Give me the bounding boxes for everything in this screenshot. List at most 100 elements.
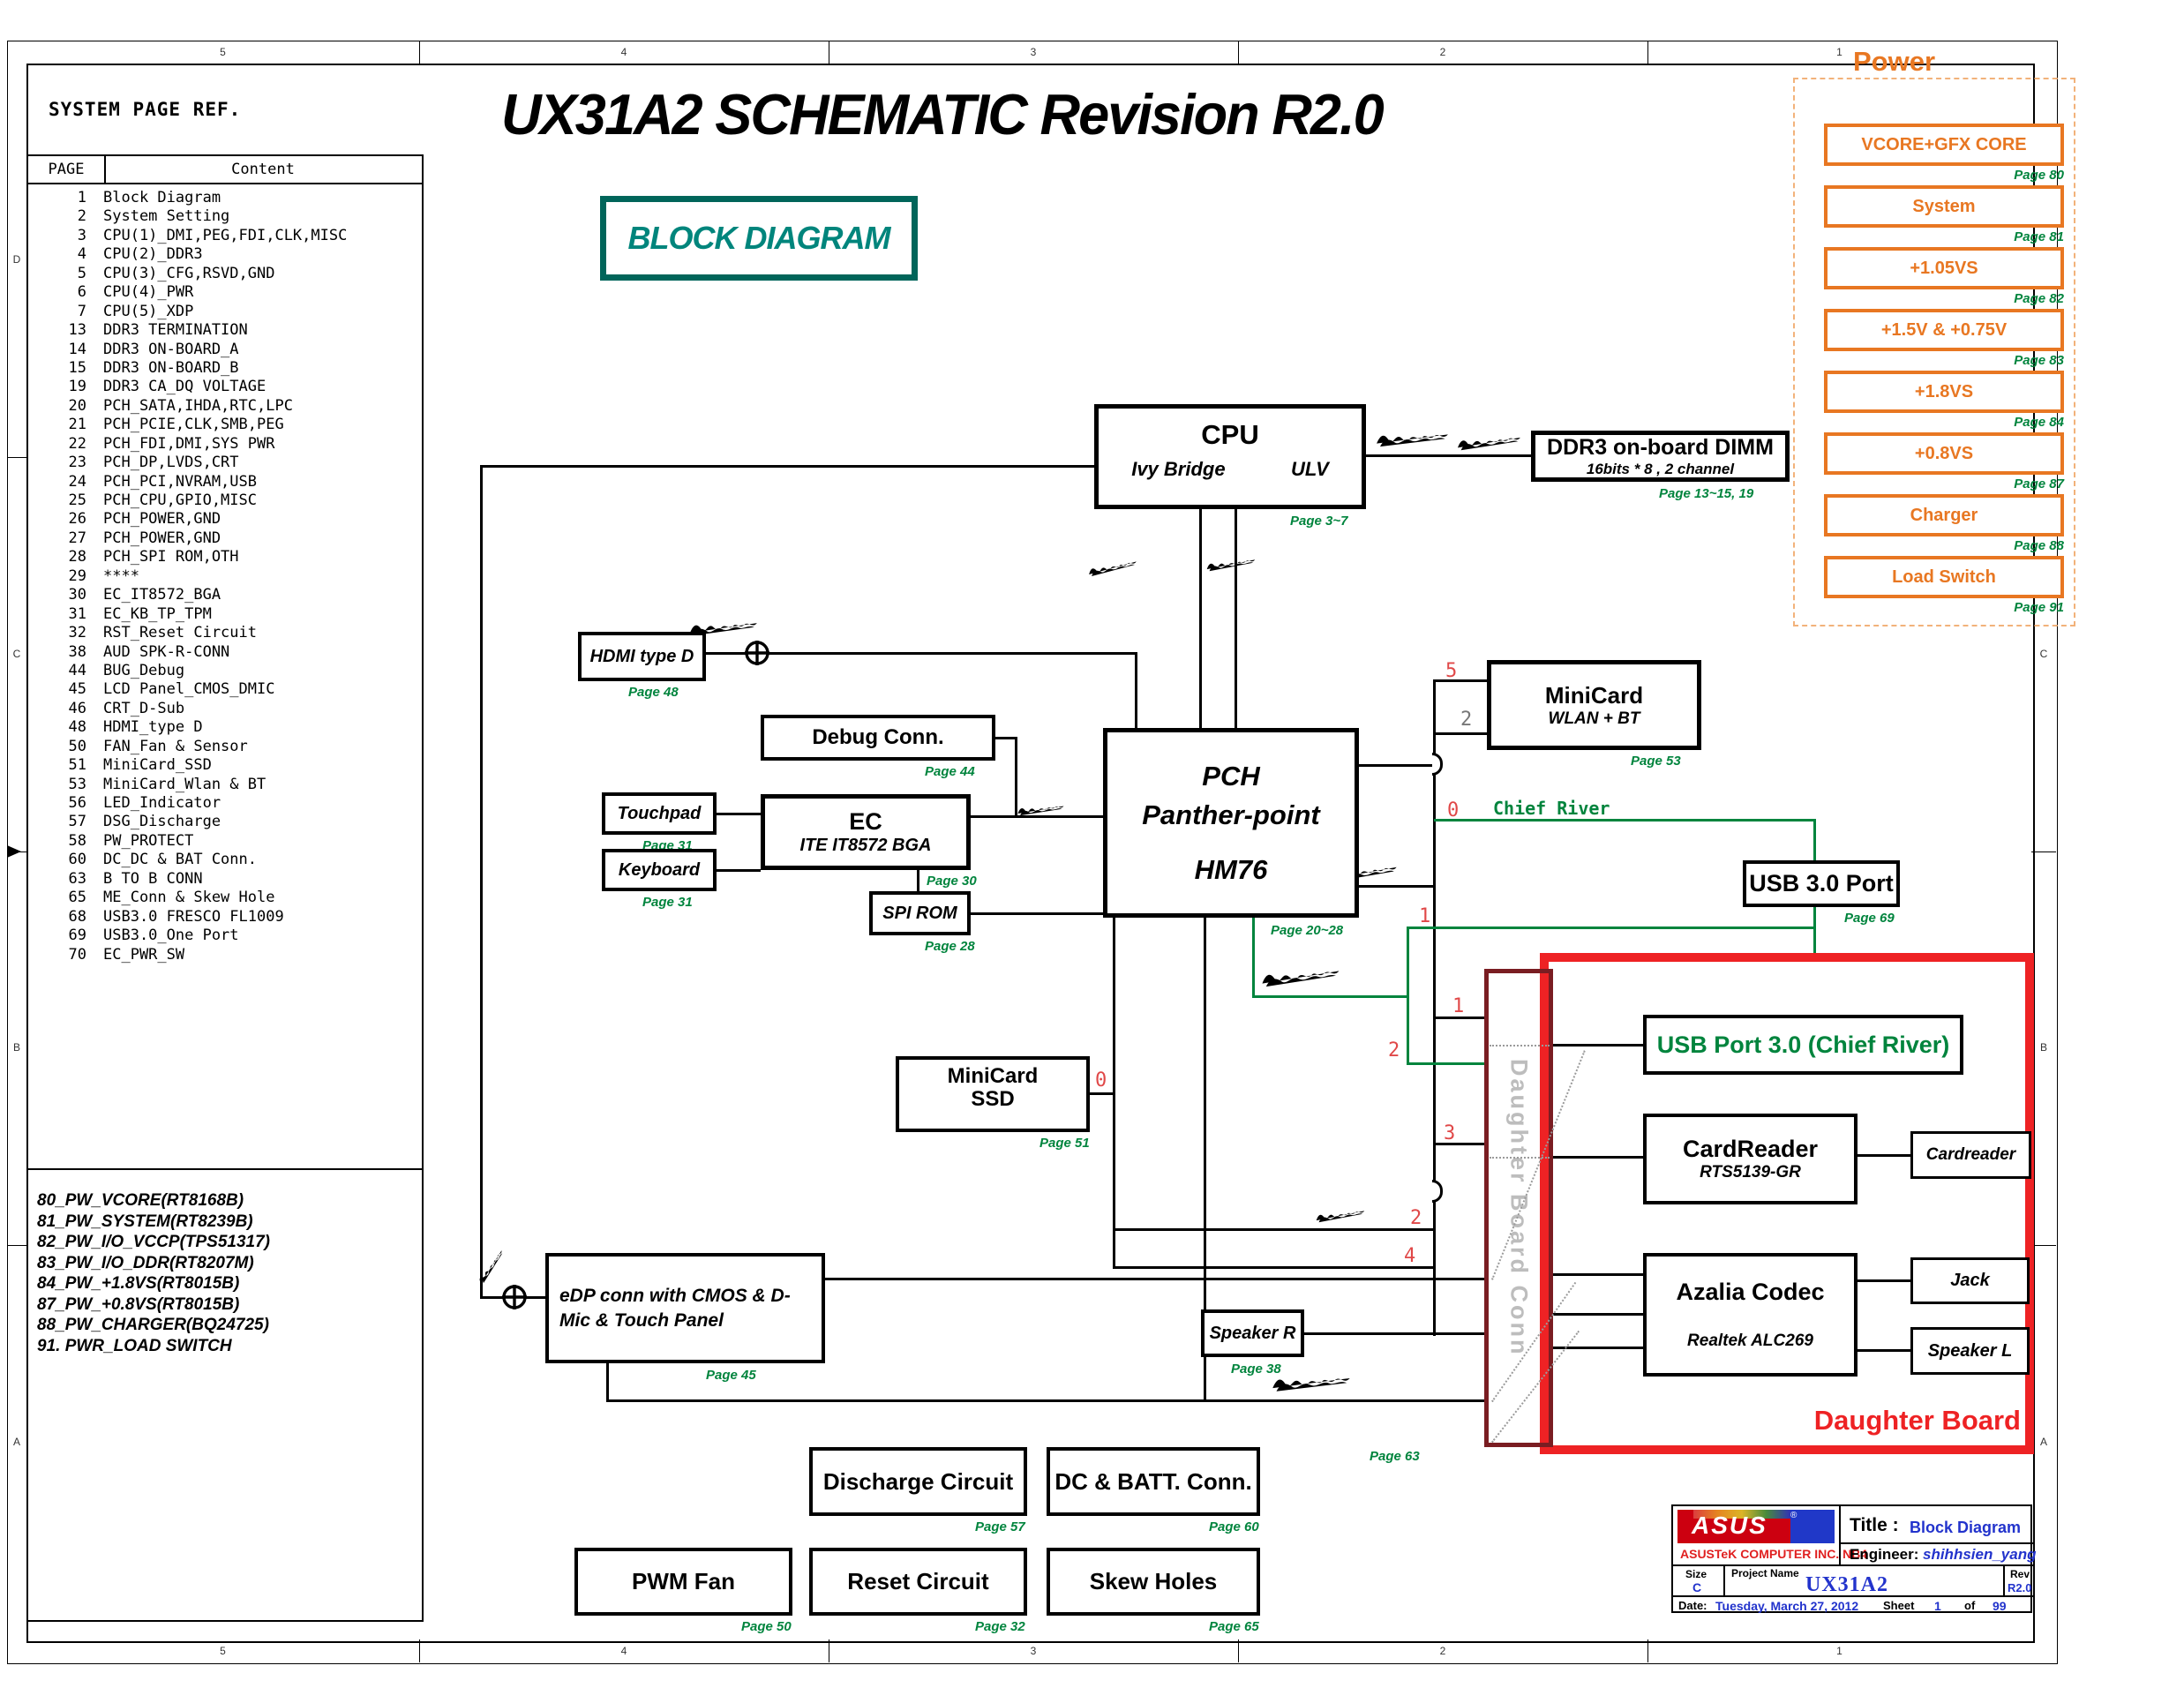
toc-row-content: PW_PROTECT [103, 831, 194, 850]
toc-row-content: LCD Panel_CMOS_DMIC [103, 680, 275, 699]
power-panel-dashed-border [1793, 78, 2075, 626]
toc-row-page: 20 [68, 396, 86, 415]
cpu-title: CPU [1201, 419, 1259, 450]
pch-line2: Panther-point [1142, 799, 1320, 830]
frame-tick [7, 1245, 26, 1246]
ec-title: EC [849, 808, 882, 835]
pwm-fan-label: PWM Fan [632, 1568, 735, 1594]
wire-e2 [1113, 1266, 1435, 1269]
frame-col-ref: 5 [220, 1645, 226, 1657]
frame-row-ref: C [12, 647, 21, 660]
frame-row-ref: C [2039, 647, 2048, 660]
toc-row-page: 65 [68, 889, 86, 907]
toc-row-page: 32 [68, 624, 86, 642]
block-diagram-label: BLOCK DIAGRAM [627, 220, 891, 256]
power-rail-page: Page 87 [2014, 476, 2064, 491]
toc-row-content: USB3.0_One Port [103, 927, 239, 945]
cpu-block: CPU Ivy Bridge ULV [1094, 404, 1366, 509]
toc-row-content: DDR3 CA_DQ VOLTAGE [103, 378, 266, 396]
annotation-scribble-icon [1017, 804, 1065, 816]
wire-usb3-h [1407, 927, 1816, 929]
toc-row-content: PCH_DP,LVDS,CRT [103, 454, 239, 472]
tb-engineer-value: shihhsien_yang [1923, 1546, 2037, 1563]
jack-label: Jack [1950, 1271, 1990, 1290]
tb-project-value: UX31A2 [1805, 1573, 1888, 1596]
tb-rev-value: R2.0 [2008, 1581, 2032, 1594]
tb-size-label: Size [1685, 1568, 1707, 1580]
power-note: 83_PW_I/O_DDR(RT8207M) [37, 1253, 254, 1272]
toc-row: 29**** [28, 567, 422, 586]
cardreader-ext-block: Cardreader [1910, 1131, 2031, 1179]
annotation-scribble-icon [1087, 559, 1137, 577]
debug-conn-label: Debug Conn. [812, 725, 944, 749]
power-rail-box: Charger [1824, 494, 2064, 536]
toc-header-divider [104, 156, 106, 183]
frame-col-ref: 5 [220, 46, 226, 58]
frame-tick [419, 1639, 420, 1662]
wire-ec-pch [971, 815, 1103, 818]
toc-row-content: **** [103, 566, 139, 585]
power-rail-box: +1.5V & +0.75V [1824, 309, 2064, 351]
frame-tick [1647, 41, 1648, 64]
pch-block: PCH Panther-point HM76 [1103, 728, 1359, 918]
touchpad-block: Touchpad [602, 792, 717, 835]
hdmi-page: Page 48 [628, 685, 679, 700]
wire-pch-bus-a [1359, 764, 1434, 767]
toc-row-content: PCH_POWER,GND [103, 529, 221, 547]
toc-row-page: 58 [68, 831, 86, 850]
wire-touchpad-ec [717, 813, 761, 815]
toc-row-page: 70 [68, 945, 86, 964]
asus-logo: ASUS ® [1677, 1510, 1835, 1543]
asus-logo-r-icon: ® [1790, 1511, 1797, 1520]
power-note: 80_PW_VCORE(RT8168B) [37, 1191, 244, 1210]
frame-row-ref: A [12, 1435, 20, 1448]
annotation-scribble-icon [477, 1249, 506, 1285]
toc-row-page: 22 [68, 434, 86, 453]
daughter-board-outline [1540, 953, 2034, 1454]
keyboard-label: Keyboard [618, 859, 701, 880]
ddr3-title: DDR3 on-board DIMM [1547, 434, 1774, 460]
usb3-port-page: Page 69 [1844, 911, 1895, 926]
net-number-label: 4 [1404, 1245, 1416, 1267]
annotation-scribble-icon [1376, 431, 1449, 447]
toc-row-page: 3 [77, 226, 86, 244]
wire-chief-river-v1 [1813, 819, 1816, 860]
touchpad-label: Touchpad [617, 803, 702, 823]
dc-batt-block: DC & BATT. Conn. [1047, 1447, 1260, 1516]
toc-header-page: PAGE [48, 161, 85, 178]
ddr3-page: Page 13~15, 19 [1659, 486, 1754, 501]
asus-logo-text: ASUS [1692, 1512, 1767, 1539]
toc-row-content: PCH_FDI,DMI,SYS PWR [103, 434, 275, 453]
toc-row: 69 USB3.0_One Port [28, 927, 422, 945]
toc-row-page: 69 [68, 927, 86, 945]
toc-row-content: EC_PWR_SW [103, 945, 185, 964]
cpu-sub-left: Ivy Bridge [1131, 458, 1226, 480]
power-rail-box: VCORE+GFX CORE [1824, 124, 2064, 166]
wire-azalia-jack [1858, 1279, 1910, 1282]
power-note: 91. PWR_LOAD SWITCH [37, 1336, 232, 1355]
daughter-conn-label: Daughter Board Conn [1505, 1059, 1533, 1357]
wire-usb3-pch-h1 [1252, 995, 1409, 998]
tb-engineer-label: Engineer: [1850, 1546, 1919, 1563]
power-rail-page: Page 88 [2014, 538, 2064, 553]
toc-row-page: 53 [68, 775, 86, 793]
frame-col-ref: 3 [1030, 1645, 1037, 1657]
toc-row-page: 1 [77, 189, 86, 206]
tb-divider [1723, 1564, 1725, 1595]
toc-row-content: HDMI_type D [103, 718, 203, 737]
wire-cardreader-ext [1858, 1154, 1910, 1157]
dc-batt-label: DC & BATT. Conn. [1054, 1467, 1252, 1495]
tb-sheet-label: Sheet [1883, 1599, 1915, 1612]
toc-row-page: 45 [68, 680, 86, 699]
